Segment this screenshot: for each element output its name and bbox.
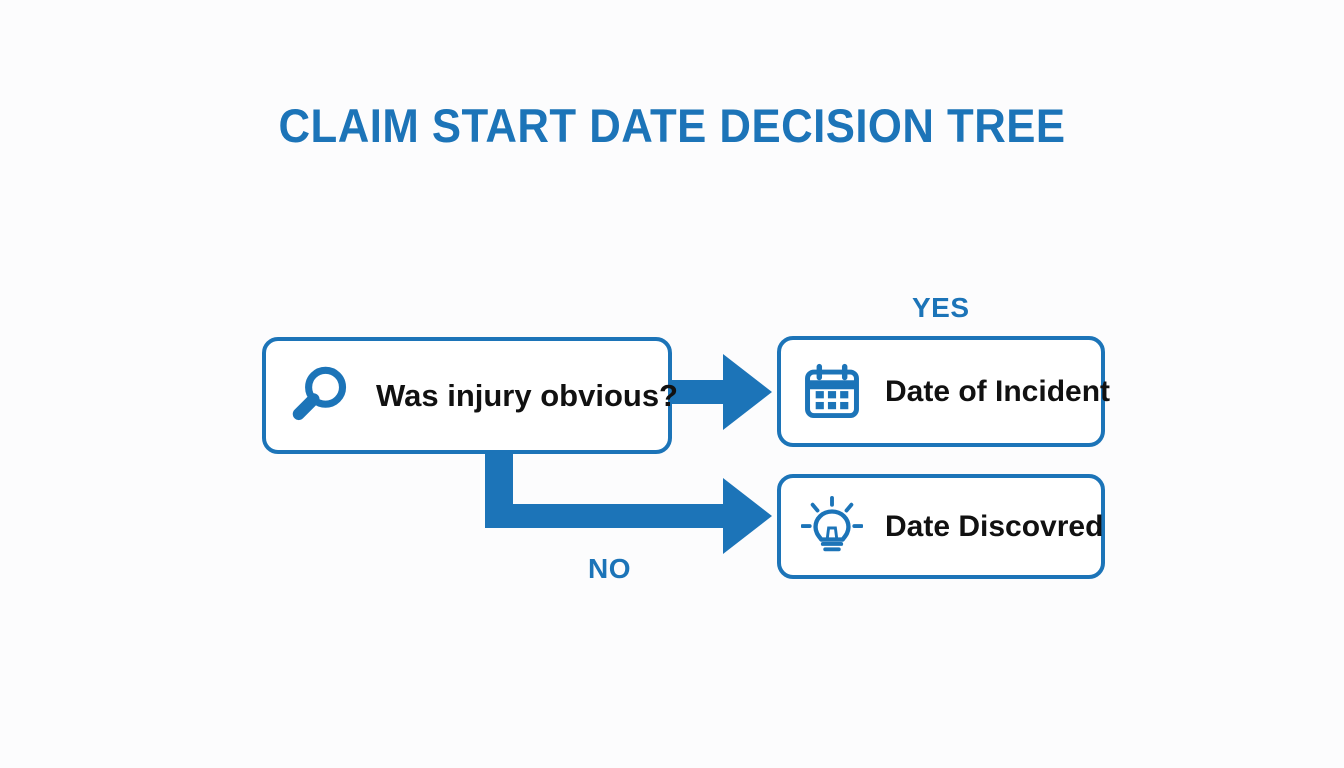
- outcome-node-label-incident: Date of Incident: [885, 374, 1111, 408]
- outcome-node-discovered[interactable]: Date Discovred: [777, 474, 1105, 579]
- edge-label-no: NO: [588, 553, 631, 584]
- outcome-node-label-discovered: Date Discovred: [885, 509, 1104, 543]
- lightbulb-icon: [801, 495, 863, 558]
- outcome-node-incident[interactable]: Date of Incident: [777, 336, 1110, 447]
- page-title: CLAIM START DATE DECISION TREE: [278, 99, 1066, 152]
- edge-label-yes: YES: [912, 292, 970, 323]
- yes-arrow-shape: [664, 354, 772, 430]
- calendar-icon: [803, 363, 861, 421]
- decision-node-question[interactable]: Was injury obvious?: [262, 337, 678, 454]
- no-arrow-shape: [485, 445, 772, 554]
- edge-no-arrow: [485, 445, 772, 554]
- decision-node-label: Was injury obvious?: [376, 377, 678, 413]
- magnifier-icon: [284, 361, 354, 431]
- edge-yes-arrow: [664, 354, 772, 430]
